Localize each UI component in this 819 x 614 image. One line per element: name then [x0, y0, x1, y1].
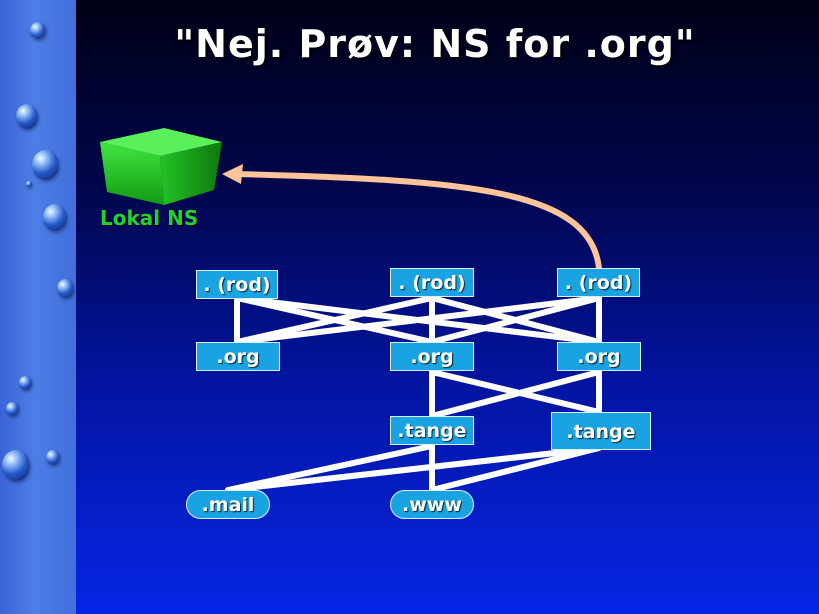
node-tange-center: .tange	[390, 416, 474, 445]
node-www: .www	[390, 490, 474, 519]
link-lines	[225, 295, 602, 493]
water-drop-icon	[30, 22, 46, 39]
water-drop-icon	[26, 181, 32, 187]
node-mail: .mail	[186, 490, 270, 519]
node-org-left: .org	[196, 342, 280, 371]
node-org-center: .org	[390, 342, 474, 371]
arrow-icon	[222, 164, 602, 271]
decorative-strip	[0, 0, 76, 614]
water-drop-icon	[43, 204, 67, 231]
water-drop-icon	[6, 402, 19, 416]
slide-title: "Nej. Prøv: NS for .org"	[174, 22, 696, 66]
water-drop-icon	[57, 279, 74, 298]
node-root-left: . (rod)	[196, 270, 278, 299]
cube-icon	[100, 128, 222, 205]
water-drop-icon	[16, 104, 38, 129]
node-org-right: .org	[557, 342, 641, 371]
water-drop-icon	[32, 150, 59, 180]
water-drop-icon	[19, 376, 32, 390]
water-drop-icon	[46, 450, 60, 465]
water-drop-icon	[2, 450, 30, 481]
lokal-ns-label: Lokal NS	[100, 206, 199, 230]
node-root-center: . (rod)	[390, 268, 474, 297]
node-tange-right: .tange	[551, 412, 651, 450]
node-root-right: . (rod)	[557, 268, 640, 297]
